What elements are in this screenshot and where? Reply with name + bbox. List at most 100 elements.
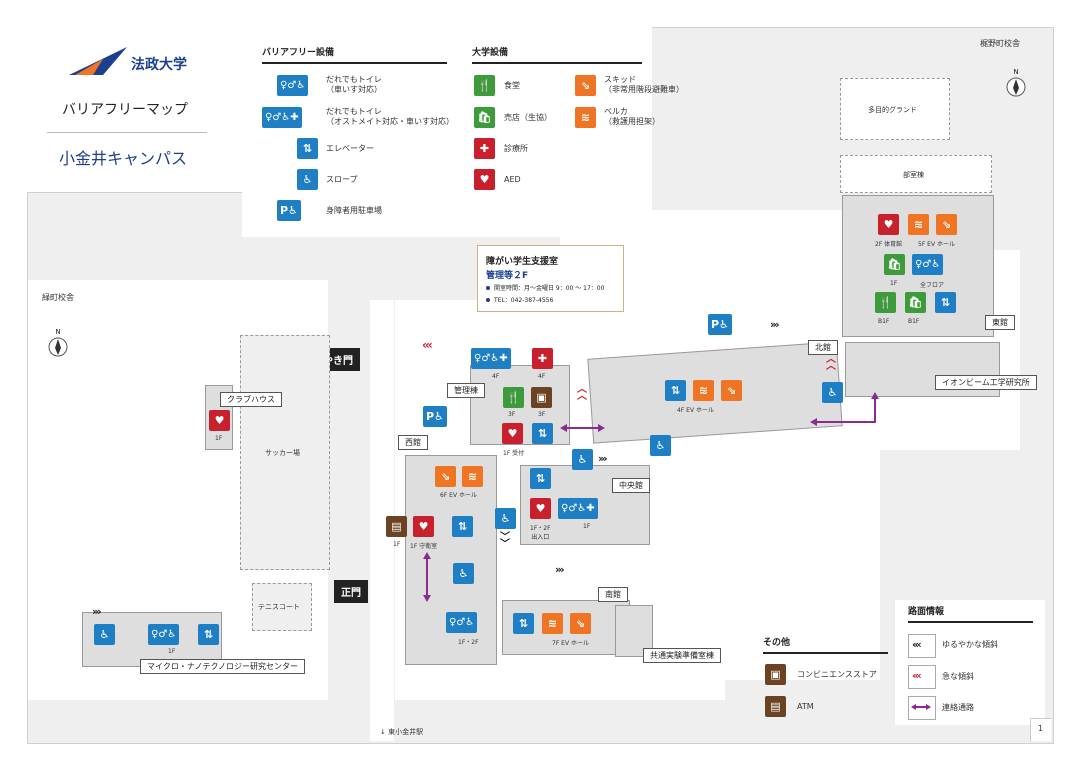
legend-barrier-free-heading: バリアフリー設備 (262, 48, 335, 58)
legend-facilities-heading: 大学設備 (472, 48, 509, 58)
slope-icon: ♿ (297, 169, 318, 190)
legend-item-label: ベルカ （救護用担架） (604, 107, 660, 126)
caption: 1F (890, 280, 898, 287)
aed-icon: ♥ (530, 498, 551, 519)
shop-icon: 🛍 (884, 254, 905, 275)
cafeteria-icon: 🍴 (875, 292, 896, 313)
stretcher-icon: ≋ (575, 107, 596, 128)
elevator-icon: ⇅ (452, 516, 473, 537)
gentle-slope-chevron-icon: ››› (92, 605, 102, 618)
tennis-court (252, 583, 312, 631)
slope-icon: ♿ (822, 382, 843, 403)
caption: 1F・2F 出入口 (530, 525, 551, 541)
slope-icon: ♿ (495, 508, 516, 529)
cafeteria-icon: 🍴 (503, 387, 524, 408)
caption: 7F EV ホール (552, 640, 589, 647)
kita-label: 北館 (808, 340, 838, 355)
bullet (486, 298, 490, 302)
support-office-tel: TEL：042-387-4556 (494, 297, 554, 304)
aed-icon: ♥ (474, 169, 495, 190)
road-legend-box (895, 600, 1045, 725)
elevator-icon: ⇅ (513, 613, 534, 634)
caption: 3F (508, 411, 516, 418)
bushitsu-label: 部室棟 (903, 171, 924, 179)
midoricho-label: 緑町校舎 (42, 293, 74, 302)
elevator-icon: ⇅ (935, 292, 956, 313)
block-divider (350, 240, 370, 300)
aed-icon: ♥ (878, 214, 899, 235)
atm-icon: ▤ (765, 696, 786, 717)
caption: 1F (393, 541, 401, 548)
slope-icon: ♿ (572, 449, 593, 470)
page-number: 1 (1038, 724, 1044, 733)
higashi-label: 東館 (985, 315, 1015, 330)
gentle-slope-chevron-icon: ‹‹‹ (912, 638, 922, 651)
ostomate-toilet-icon: ♀♂♿✚ (471, 348, 511, 369)
aed-icon: ♥ (413, 516, 434, 537)
legend-item-label: スロープ (326, 175, 358, 184)
connecting-passage-arrow-icon (560, 424, 605, 432)
hosei-logo-icon (69, 45, 129, 77)
support-office-title: 障がい学生支援室 (486, 257, 559, 267)
caption: 1F (168, 648, 176, 655)
gentle-slope-chevron-icon: ﹀﹀ (500, 532, 510, 550)
accessible-toilet-icon: ♀♂♿ (446, 612, 478, 633)
station-name: 東小金井駅 (388, 728, 424, 736)
legend-box: バリアフリー設備 大学設備 ♀♂♿ だれでもトイレ （車いす対応） ♀♂♿✚ だ… (242, 27, 684, 237)
convenience-store-icon: ▣ (531, 387, 552, 408)
support-office-box: 障がい学生支援室 管理等２F 開室時間：月〜金曜日 9：00 〜 17：00 T… (477, 245, 624, 312)
bullet (486, 286, 490, 290)
elevator-icon: ⇅ (665, 380, 686, 401)
skid-icon: ⇘ (575, 75, 596, 96)
legend-item-label: スキッド （非常用階段避難車） (604, 75, 684, 94)
ground-field (840, 78, 950, 140)
soccer-field (240, 335, 330, 570)
gentle-slope-chevron-icon: ››› (598, 452, 608, 465)
caption: 1F (583, 523, 591, 530)
clinic-icon: ✚ (532, 348, 553, 369)
caption: 全フロア (920, 282, 945, 289)
ion-beam-label: イオンビーム工学研究所 (935, 375, 1037, 390)
micro-nano-label: マイクロ・ナノテクノロジー研究センター (140, 659, 305, 674)
club-house-label: クラブハウス (220, 392, 282, 407)
soccer-label: サッカー場 (265, 449, 300, 457)
legend-item-label: 連絡通路 (942, 703, 974, 712)
caption: 4F EV ホール (677, 407, 714, 414)
stretcher-icon: ≋ (693, 380, 714, 401)
map-name: バリアフリーマップ (62, 102, 188, 118)
skid-icon: ⇘ (570, 613, 591, 634)
bushitsu-building (840, 155, 992, 193)
accessible-toilet-icon: ♀♂♿ (912, 254, 944, 275)
legend-item-label: 身障者用駐車場 (326, 206, 382, 215)
caption: 1F 受付 (503, 450, 525, 457)
caption: 4F (492, 373, 500, 380)
legend-line (262, 62, 447, 64)
legend-item-label: 売店（生協） (504, 113, 552, 122)
stretcher-icon: ≋ (542, 613, 563, 634)
station-label: ↓ 東小金井駅 (380, 728, 424, 736)
legend-other-heading: その他 (763, 638, 791, 648)
aed-icon: ♥ (209, 410, 230, 431)
legend-road-heading: 路面情報 (908, 607, 945, 617)
elevator-icon: ⇅ (532, 423, 553, 444)
caption: 5F EV ホール (918, 241, 955, 248)
skid-icon: ⇘ (936, 214, 957, 235)
steep-slope-chevron-icon: ︿︿ (577, 384, 587, 402)
accessible-parking-icon: P♿ (423, 406, 447, 427)
kita-building (587, 341, 843, 444)
legend-line (472, 62, 642, 64)
road-legend-icon-box (908, 634, 936, 658)
tennis-label: テニスコート (258, 603, 300, 611)
support-office-hours: 開室時間：月〜金曜日 9：00 〜 17：00 (494, 285, 605, 292)
stretcher-icon: ≋ (908, 214, 929, 235)
title-box: 法政大学 バリアフリーマップ 小金井キャンパス (27, 27, 243, 193)
legend-item-label: 急な傾斜 (942, 672, 974, 681)
legend-item-label: ゆるやかな傾斜 (942, 640, 998, 649)
caption: 2F 体育館 (875, 241, 903, 248)
slope-icon: ♿ (453, 563, 474, 584)
elevator-icon: ⇅ (530, 468, 551, 489)
clinic-icon: ✚ (474, 138, 495, 159)
kanri-label: 管理棟 (447, 383, 485, 398)
kajino-label: 梶野町校舎 (980, 39, 1020, 48)
legend-item-label: エレベーター (326, 144, 374, 153)
